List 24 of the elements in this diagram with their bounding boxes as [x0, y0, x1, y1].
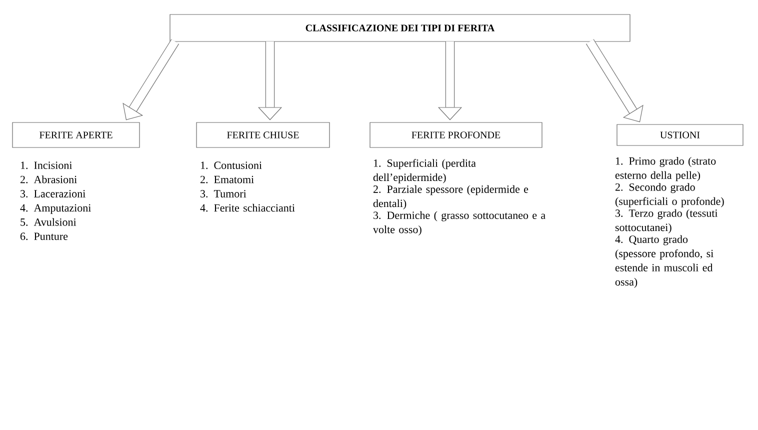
list-item: 2. Secondo grado (superficiali o profonde)	[615, 183, 724, 208]
list-item: 6. Punture	[20, 232, 68, 240]
list-item: 3. Lacerazioni	[20, 190, 86, 198]
category-box: FERITE APERTE	[12, 122, 140, 148]
list-item: 5. Avulsioni	[20, 218, 76, 226]
list-item: 1. Superficiali (perdita dell’epidermide)	[373, 159, 476, 184]
list-item: 3. Dermiche ( grasso sottocutaneo e a volte osso)	[373, 211, 546, 236]
category-box: FERITE PROFONDE	[370, 122, 542, 148]
list-item: 4. Ferite schiaccianti	[200, 204, 295, 212]
list-item: 2. Parziale spessore (epidermide e dentali)	[373, 185, 528, 210]
arrow	[586, 39, 644, 122]
list-item: 2. Abrasioni	[20, 176, 77, 184]
list-item: 4. Quarto grado (spessore profondo, si estende in muscoli ed ossa)	[615, 235, 714, 288]
arrow	[122, 39, 180, 120]
title-box: CLASSIFICAZIONE DEI TIPI DI FERITA	[170, 14, 630, 42]
list-item: 1. Incisioni	[20, 162, 72, 170]
list-item: 4. Amputazioni	[20, 204, 91, 214]
list-item: 3. Tumori	[200, 190, 246, 198]
list-item: 3. Terzo grado (tessuti sottocutanei)	[615, 209, 718, 234]
list-item: 1. Primo grado (strato esterno della pelle)	[615, 157, 716, 182]
category-box: USTIONI	[616, 124, 744, 146]
list-item: 2. Ematomi	[200, 176, 254, 184]
category-box: FERITE CHIUSE	[196, 122, 330, 148]
list-item: 1. Contusioni	[200, 162, 262, 170]
